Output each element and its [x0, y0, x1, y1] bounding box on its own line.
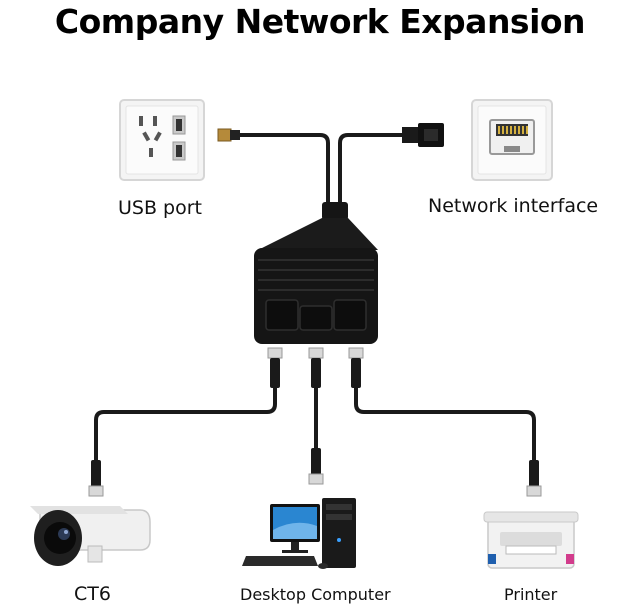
- rj45-plug-icon: [308, 448, 324, 485]
- cables: [94, 133, 536, 464]
- network-splitter: [254, 202, 378, 344]
- desktop-computer-label: Desktop Computer: [240, 585, 391, 604]
- printer-label: Printer: [504, 585, 558, 604]
- ct6-label: CT6: [74, 583, 111, 605]
- network-cable: [338, 133, 406, 207]
- rj45-plug-icon: [267, 347, 283, 388]
- rj45-plug-icon: [88, 460, 104, 497]
- usb-plug-icon: [217, 128, 240, 142]
- cable-to-printer: [354, 386, 536, 464]
- rj45-coupler-icon: [402, 123, 444, 147]
- usb-cable: [236, 133, 330, 207]
- network-interface-label: Network interface: [428, 195, 599, 217]
- rj45-wall-jack: [471, 99, 553, 181]
- security-camera-icon: [30, 506, 151, 566]
- rj45-plug-icon: [308, 347, 324, 388]
- printer-icon: [483, 511, 579, 569]
- rj45-plug-icon: [348, 347, 364, 388]
- rj45-plug-icon: [526, 460, 542, 497]
- desktop-computer-icon: [242, 498, 356, 569]
- usb-wall-outlet: [119, 99, 205, 181]
- cable-to-camera: [94, 386, 277, 464]
- diagram-title: Company Network Expansion: [54, 2, 586, 41]
- usb-port-label: USB port: [118, 197, 202, 219]
